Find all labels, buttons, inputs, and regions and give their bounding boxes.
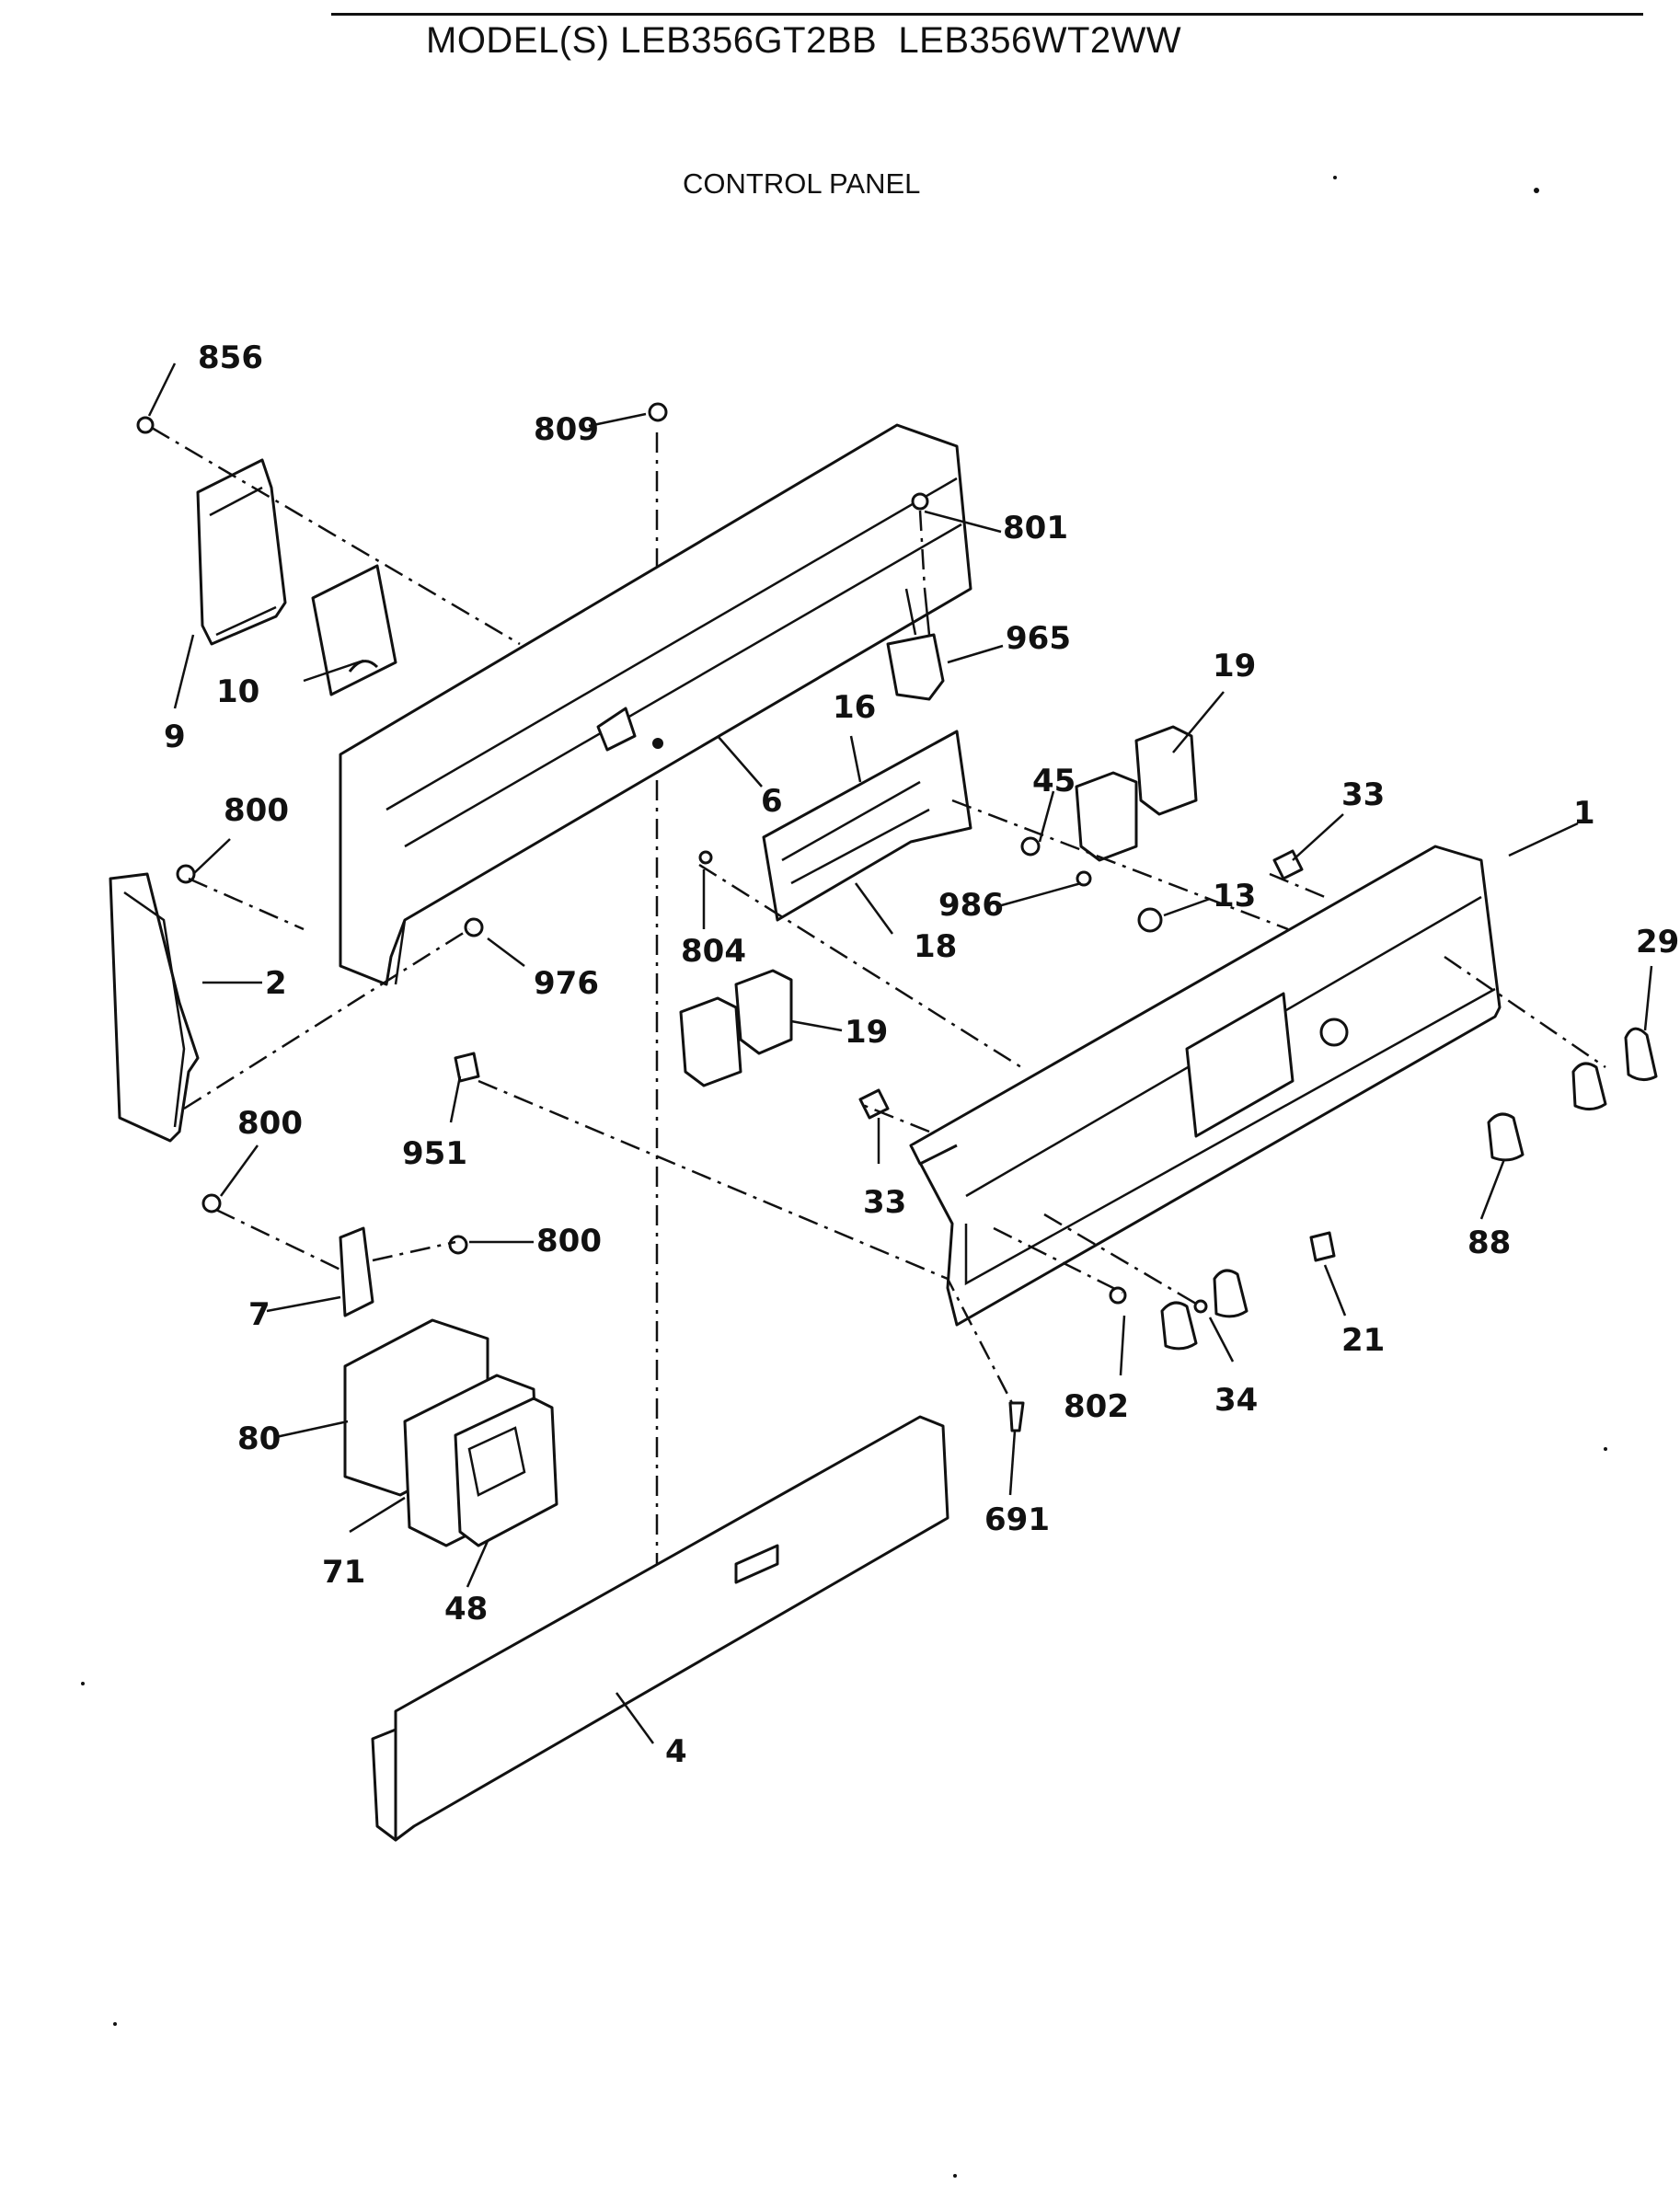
callout-2: 2 xyxy=(265,965,287,1002)
callout-856: 856 xyxy=(198,339,263,376)
callout-13: 13 xyxy=(1213,878,1256,914)
part-1-control-panel xyxy=(909,845,1502,1327)
callout-691: 691 xyxy=(984,1501,1050,1538)
callout-29: 29 xyxy=(1636,924,1679,960)
callout-801: 801 xyxy=(1003,510,1068,546)
callout-18: 18 xyxy=(914,928,957,965)
section-title: CONTROL PANEL xyxy=(683,167,921,200)
callout-965: 965 xyxy=(1006,620,1071,657)
callout-80: 80 xyxy=(237,1420,281,1457)
part-965-bracket xyxy=(886,588,945,701)
callout-19-upper: 19 xyxy=(1213,648,1256,684)
callout-800-upper: 800 xyxy=(224,792,289,829)
callout-9: 9 xyxy=(164,719,186,755)
scan-specks xyxy=(81,176,1607,2178)
knobs xyxy=(1160,1027,1658,1351)
part-9-bracket xyxy=(196,458,287,646)
callout-809: 809 xyxy=(534,411,599,448)
part-7-bracket xyxy=(339,1226,374,1317)
part-10-bracket xyxy=(311,564,397,696)
callout-33-lower: 33 xyxy=(863,1184,906,1221)
callout-88: 88 xyxy=(1467,1225,1511,1261)
part-19-switches-upper xyxy=(1075,725,1198,862)
callout-6: 6 xyxy=(761,783,783,820)
callout-34: 34 xyxy=(1214,1382,1258,1419)
part-80-71-48-assembly xyxy=(343,1318,558,1547)
part-2-end-cap xyxy=(109,872,200,1143)
callout-800-lower: 800 xyxy=(536,1223,602,1259)
part-4-trim xyxy=(371,1415,949,1842)
callout-804: 804 xyxy=(681,933,746,970)
callout-7: 7 xyxy=(248,1296,270,1333)
callout-19-lower: 19 xyxy=(845,1014,888,1051)
part-19-switches-lower xyxy=(679,969,793,1087)
callout-21: 21 xyxy=(1341,1322,1385,1359)
callout-951: 951 xyxy=(402,1135,467,1172)
callout-48: 48 xyxy=(444,1591,488,1627)
callout-976: 976 xyxy=(534,965,599,1002)
header-rule xyxy=(331,13,1643,16)
part-6-backsplash xyxy=(339,423,972,986)
callout-4: 4 xyxy=(665,1733,687,1770)
callout-1: 1 xyxy=(1573,795,1595,832)
callout-10: 10 xyxy=(216,673,259,710)
callout-45: 45 xyxy=(1032,763,1076,799)
small-hardware xyxy=(136,402,1336,1432)
callout-33-upper: 33 xyxy=(1341,776,1385,813)
callout-800-middle: 800 xyxy=(237,1105,303,1142)
callout-71: 71 xyxy=(322,1554,365,1591)
part-16-control-board xyxy=(762,730,972,922)
callout-802: 802 xyxy=(1064,1388,1129,1425)
callout-986: 986 xyxy=(938,887,1004,924)
model-title: MODEL(S) LEB356GT2BB LEB356WT2WW xyxy=(426,20,1182,61)
callout-16: 16 xyxy=(833,689,876,726)
